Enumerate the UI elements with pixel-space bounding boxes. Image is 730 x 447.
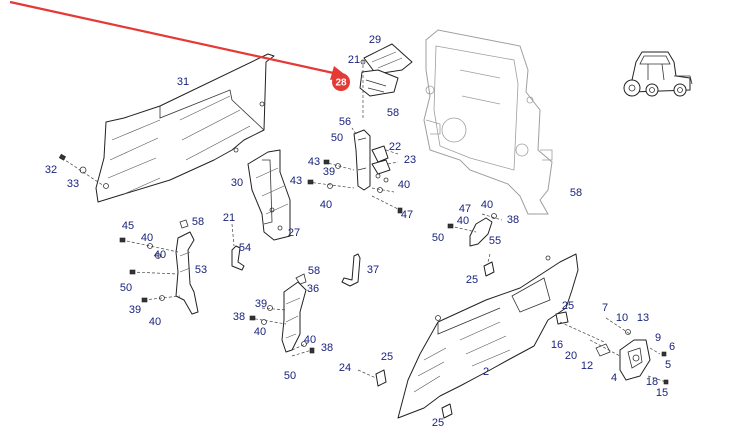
part-36-mid-bracket [281, 273, 307, 353]
callout-58-right: 58 [570, 187, 582, 199]
callout-40-right-b: 40 [481, 199, 493, 211]
callout-25-bottom: 25 [432, 417, 444, 429]
callout-33: 33 [67, 178, 79, 190]
callout-25-left: 25 [381, 351, 393, 363]
callout-40-right: 40 [398, 179, 410, 191]
callout-18: 18 [646, 376, 658, 388]
callout-27: 27 [288, 227, 300, 239]
callout-50-right: 50 [432, 232, 444, 244]
callout-25-right: 25 [562, 300, 574, 312]
callout-50-upper: 50 [331, 132, 343, 144]
callout-58-top: 58 [387, 107, 399, 119]
callout-43-upper: 43 [308, 156, 320, 168]
callout-6: 6 [669, 341, 675, 353]
callout-10: 10 [616, 312, 628, 324]
callout-29: 29 [369, 34, 381, 46]
callout-38-mid: 38 [233, 311, 245, 323]
tractor-thumbnail-icon [623, 51, 693, 97]
callout-43-lower: 43 [290, 175, 302, 187]
callout-2: 2 [483, 366, 489, 378]
callout-37: 37 [367, 264, 379, 276]
part-53-left-bracket [175, 219, 199, 315]
callout-40-left-b: 40 [154, 249, 166, 261]
callout-16: 16 [551, 339, 563, 351]
callout-21-mid: 21 [223, 212, 235, 224]
callout-5: 5 [665, 359, 671, 371]
callout-45: 45 [122, 220, 134, 232]
callout-40-left-a: 40 [141, 232, 153, 244]
highlight-badge-label: 28 [335, 78, 347, 89]
part-55-right-bracket [447, 213, 503, 247]
fasteners-36-group [249, 305, 315, 357]
callout-50-left: 50 [120, 282, 132, 294]
part-37-hook [341, 253, 361, 287]
callout-9: 9 [655, 332, 661, 344]
callout-15: 15 [656, 387, 668, 399]
cab-rear-frame [423, 29, 553, 215]
callout-13: 13 [637, 312, 649, 324]
callout-39-mid: 39 [255, 298, 267, 310]
callout-39-left: 39 [129, 304, 141, 316]
callout-20: 20 [565, 350, 577, 362]
callout-58-mid: 58 [308, 265, 320, 277]
part-25-clips [357, 253, 569, 419]
callout-38-mid-b: 38 [321, 342, 333, 354]
fasteners-32-33 [58, 153, 105, 187]
callout-47-mid: 47 [401, 209, 413, 221]
part-2-lower-panel [397, 253, 579, 419]
part-28-bracket [359, 59, 399, 118]
callout-31: 31 [177, 76, 189, 88]
fasteners-53-group [119, 237, 181, 303]
part-31-upper-panel [95, 53, 275, 203]
callout-36: 36 [307, 283, 319, 295]
callout-7: 7 [602, 302, 608, 314]
callout-30: 30 [231, 177, 243, 189]
callout-55: 55 [489, 235, 501, 247]
callout-40-mid-c: 40 [304, 334, 316, 346]
fasteners-56-group [307, 159, 403, 214]
callout-12: 12 [581, 360, 593, 372]
callout-40-left-c: 40 [149, 316, 161, 328]
callout-23: 23 [404, 154, 416, 166]
part-29-bracket [363, 43, 413, 75]
callout-39-upper: 39 [323, 166, 335, 178]
callout-32: 32 [45, 164, 57, 176]
part-54-hook [231, 223, 245, 271]
part-22-23-brackets [371, 145, 399, 183]
callout-38-right: 38 [507, 214, 519, 226]
callout-40-mid-b: 40 [254, 326, 266, 338]
callout-40-right-c: 40 [457, 215, 469, 227]
highlight-badge: 28 [332, 73, 350, 91]
callout-22: 22 [389, 141, 401, 153]
callout-24: 24 [339, 362, 351, 374]
callout-40-mid: 40 [320, 199, 332, 211]
highlight-arrow [9, 0, 348, 80]
callout-21-top: 21 [348, 54, 360, 66]
callout-56: 56 [339, 116, 351, 128]
callout-54: 54 [239, 242, 251, 254]
callout-25-top: 25 [466, 274, 478, 286]
part-4-mirror-housing [619, 339, 651, 381]
callout-50-mid: 50 [284, 370, 296, 382]
callout-58-left: 58 [192, 216, 204, 228]
part-30-side-bracket [247, 149, 291, 241]
callout-53: 53 [195, 264, 207, 276]
part-56-vertical-support [351, 127, 371, 191]
fasteners-right-group [559, 317, 669, 385]
callout-labels: 31 32 33 29 21 58 58 56 50 22 23 43 39 4… [45, 34, 675, 429]
callout-47-right: 47 [459, 203, 471, 215]
callout-4: 4 [611, 372, 617, 384]
